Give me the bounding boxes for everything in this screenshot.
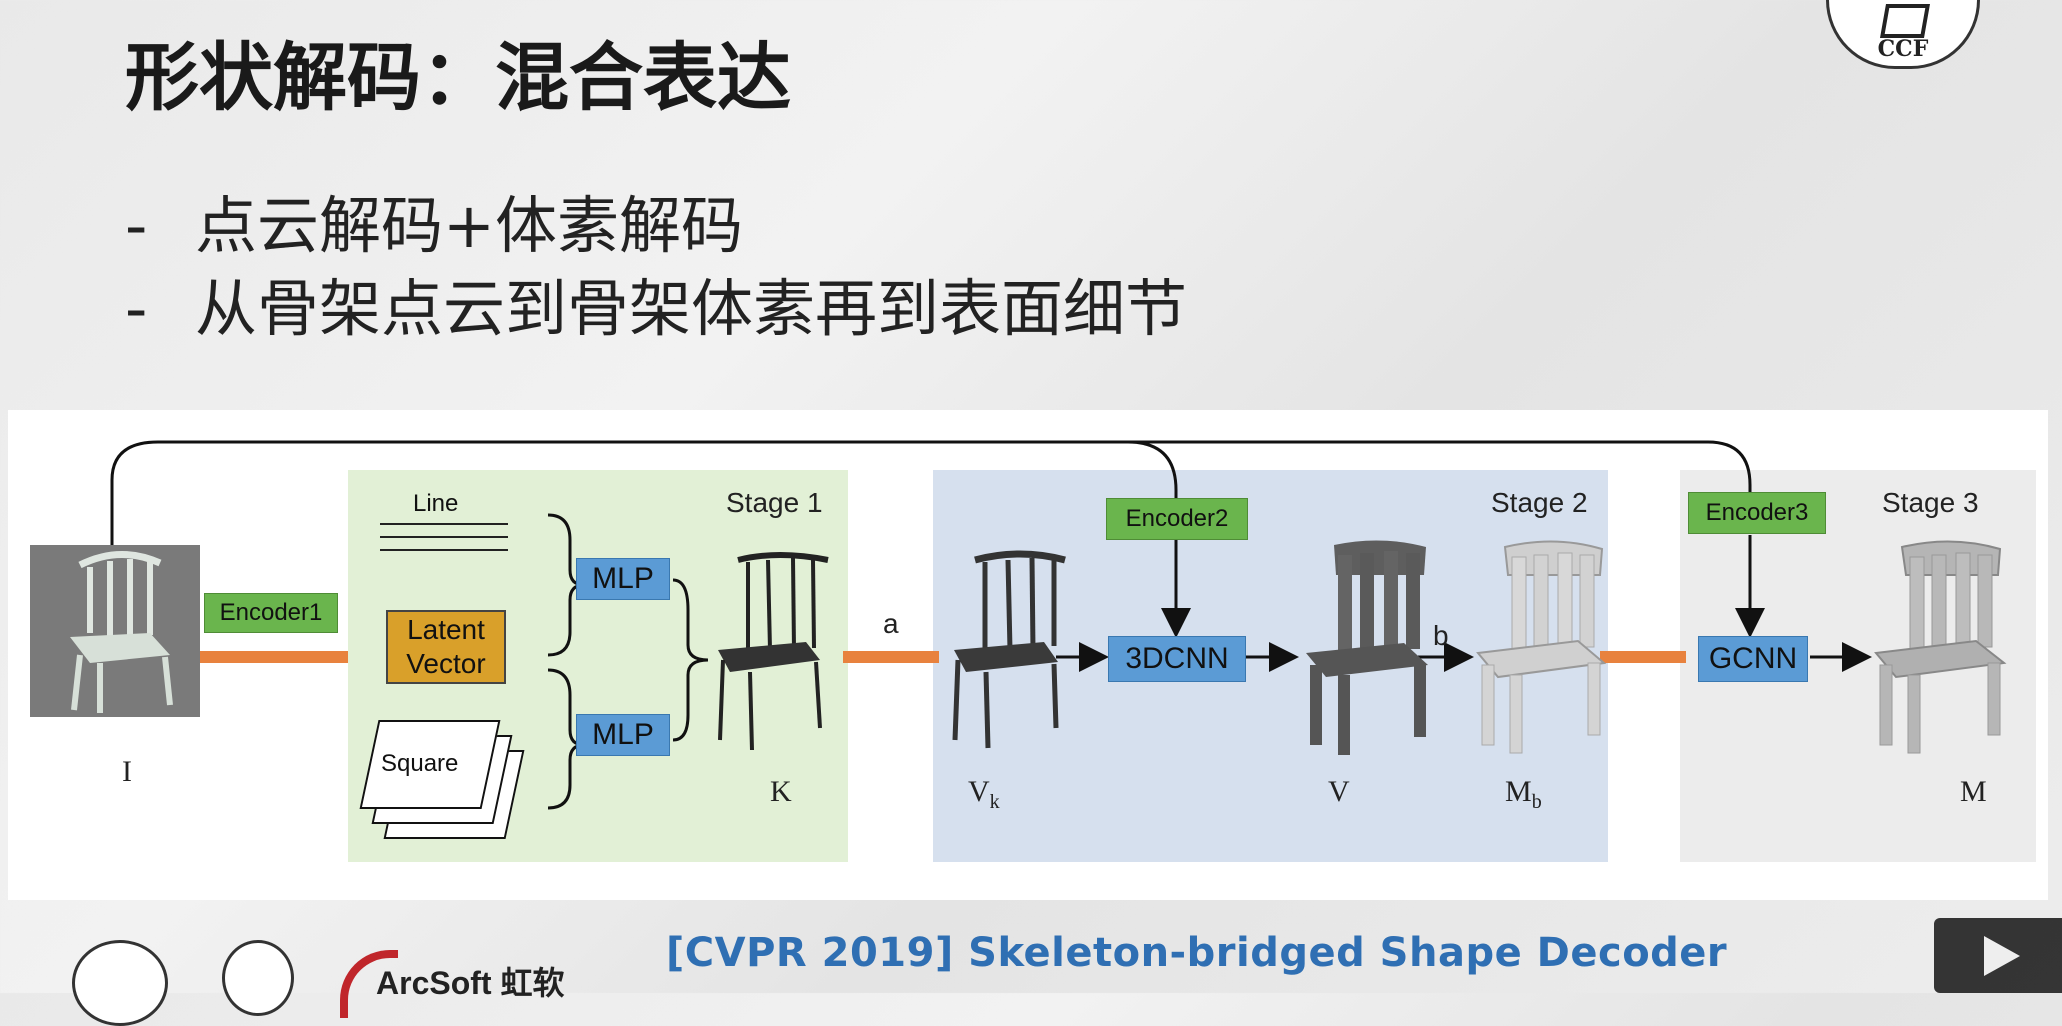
symbol-m: M — [1960, 775, 1987, 808]
3dcnn-box: 3DCNN — [1108, 636, 1246, 682]
input-chair-icon — [70, 551, 173, 713]
footer-logo-2 — [222, 940, 294, 1016]
mlp-bottom-box: MLP — [576, 714, 670, 756]
symbol-vk: Vk — [968, 775, 1000, 814]
arcsoft-logo-text: ArcSoft 虹软 — [376, 965, 565, 1001]
feature-line-1 — [200, 651, 348, 663]
bullet-1-text: 点云解码+体素解码 — [195, 189, 743, 262]
line-primitive-1 — [380, 523, 508, 525]
line-primitive-3 — [380, 549, 508, 551]
symbol-k: K — [770, 775, 792, 808]
gcnn-box: GCNN — [1698, 636, 1808, 682]
stage-1-label: Stage 1 — [726, 487, 823, 518]
mesh-chair-mb — [1476, 540, 1607, 754]
latent-vector-box: Latent Vector — [386, 610, 506, 684]
feature-line-2 — [843, 651, 939, 663]
ccf-logo: CCF — [1826, 0, 1980, 69]
symbol-v: V — [1328, 775, 1350, 808]
symbol-vk-sub: k — [989, 791, 1000, 813]
latent-line-2: Vector — [406, 648, 486, 679]
latent-line-1: Latent — [407, 614, 485, 645]
slide-title: 形状解码：混合表达 — [125, 35, 791, 121]
symbol-mb: Mb — [1505, 775, 1542, 814]
line-label: Line — [413, 490, 459, 517]
bullet-1: -点云解码+体素解码 — [125, 175, 743, 265]
edge-label-b: b — [1433, 620, 1449, 651]
ccf-emblem-icon — [1880, 4, 1930, 38]
square-label: Square — [381, 750, 459, 777]
ccf-logo-text: CCF — [1877, 36, 1929, 62]
skeleton-chair-k — [718, 552, 829, 750]
edge-label-a: a — [883, 608, 899, 639]
video-play-button[interactable] — [1934, 918, 2062, 993]
footer-logo-1 — [72, 940, 168, 1026]
pipeline-diagram: Encoder1 Encoder2 Encoder3 Stage 1 Stage… — [8, 410, 2048, 900]
symbol-mb-sub: b — [1531, 791, 1542, 813]
footer-citation: [CVPR 2019] Skeleton-bridged Shape Decod… — [666, 930, 1728, 976]
encoder1-box: Encoder1 — [204, 593, 338, 633]
symbol-mb-base: M — [1505, 775, 1532, 808]
line-primitive-2 — [380, 536, 508, 538]
bullet-2-dash: - — [125, 272, 148, 345]
voxel-chair-v — [1306, 540, 1428, 755]
mlp-top-box: MLP — [576, 558, 670, 600]
voxel-skeleton-chair — [952, 550, 1066, 749]
arcsoft-swoosh-icon — [340, 950, 398, 1018]
play-icon — [1984, 936, 2020, 976]
encoder3-box: Encoder3 — [1688, 492, 1826, 534]
stage-2-label: Stage 2 — [1491, 487, 1588, 518]
feature-line-3 — [1600, 651, 1686, 663]
encoder2-box: Encoder2 — [1106, 498, 1248, 540]
bullet-2-text: 从骨架点云到骨架体素再到表面细节 — [195, 272, 1188, 345]
stage-3-label: Stage 3 — [1882, 487, 1979, 518]
final-mesh-chair-m — [1874, 540, 2007, 754]
input-image — [30, 545, 200, 717]
symbol-vk-base: V — [968, 775, 990, 808]
bullet-1-dash: - — [125, 189, 148, 262]
bullet-2: -从骨架点云到骨架体素再到表面细节 — [125, 258, 1187, 348]
symbol-i: I — [122, 755, 132, 788]
